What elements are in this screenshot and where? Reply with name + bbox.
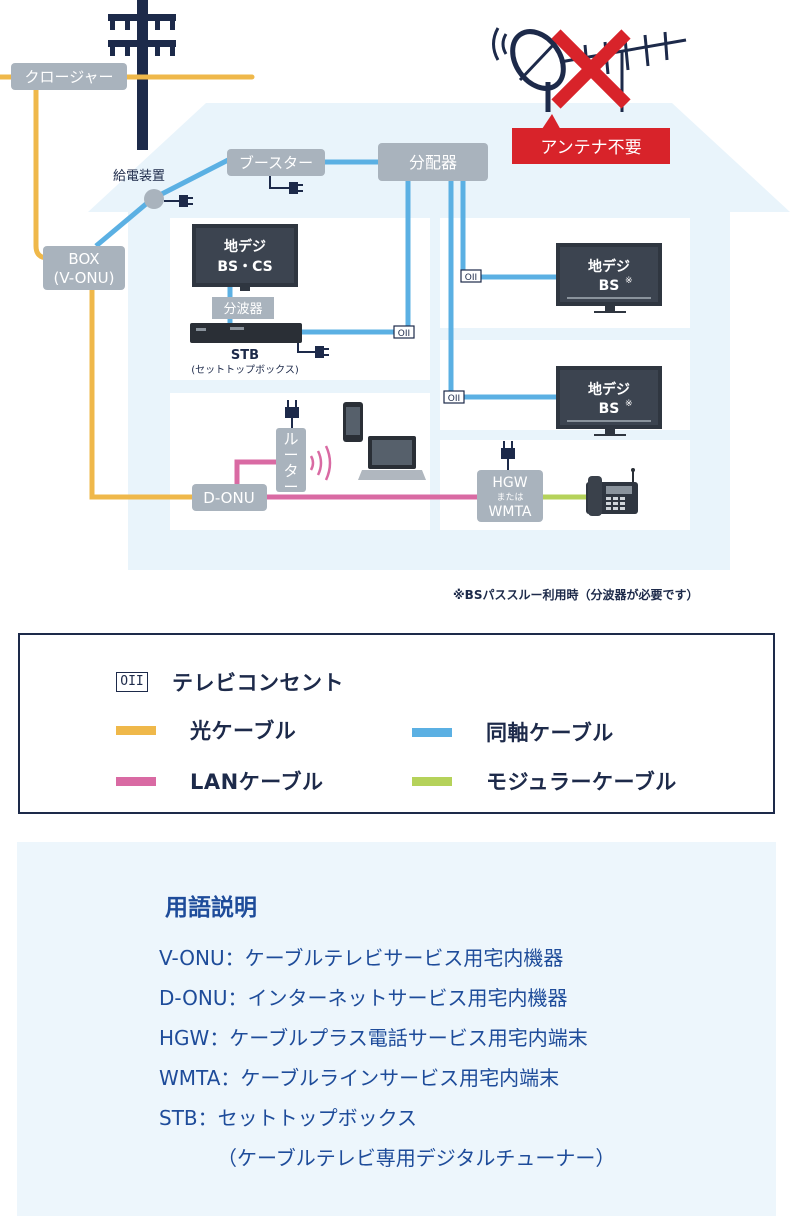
laptop-icon [358,436,426,480]
glossary-line: V-ONU：ケーブルテレビサービス用宅内機器 [159,946,564,970]
satellite-dish-icon [492,27,566,112]
box-v-onu: BOX (V-ONU) [43,246,125,290]
power-plug-icon [269,176,303,194]
booster-box: ブースター [227,149,325,176]
glossary-line: WMTA：ケーブルラインサービス用宅内端末 [159,1066,560,1090]
glossary-panel: 用語説明 V-ONU：ケーブルテレビサービス用宅内機器 D-ONU：インターネッ… [17,842,776,1216]
router-label: ルーター [283,430,298,496]
separator-box: 分波器 [212,297,274,319]
router-box: ルーター [276,428,306,496]
smartphone-icon [343,402,363,442]
tv-outlet-icon: OII [116,672,148,692]
booster-label: ブースター [239,154,313,172]
telephone-icon [586,468,638,516]
hgw-or-label: または [496,492,523,503]
power-plug-icon [297,343,329,358]
tv-room3-label-1: 地デジ [588,381,630,398]
stb-sub-label: (セットトップボックス) [191,364,299,376]
splitter-label: 分配器 [409,153,457,172]
tv-outlet-icon: OII [443,390,465,404]
modular-swatch [412,776,452,786]
legend-item-modular: モジュラーケーブル [412,766,677,796]
optical-swatch [116,725,156,735]
closure-box: クロージャー [11,63,127,90]
glossary-line: HGW：ケーブルプラス電話サービス用宅内端末 [159,1026,588,1050]
power-plug-icon [164,195,193,207]
lan-swatch [116,776,156,786]
tv-room2-label-1: 地デジ [588,258,630,275]
separator-label: 分波器 [223,302,262,317]
legend-outlet-label: テレビコンセント [172,671,344,695]
glossary-title: 用語説明 [165,895,257,921]
glossary-line: （ケーブルテレビ専用デジタルチューナー） [217,1146,616,1170]
wmta-label: WMTA [489,504,532,520]
coax-cables [94,155,560,400]
legend-item-lan: LANケーブル [116,766,323,796]
stb-icon: STB (セットトップボックス) [190,323,302,376]
tv-outlet-icon: OII [393,325,415,339]
hgw-label: HGW [492,475,527,491]
svg-text:OII: OII [465,273,477,283]
legend-item-coax: 同軸ケーブル [412,717,614,747]
tv-living-label-1: 地デジ [224,238,266,255]
tv-living-label-2: BS・CS [217,259,272,275]
tv-room2-icon: 地デジ BS ※ [556,243,662,313]
glossary-line: D-ONU：インターネットサービス用宅内機器 [159,986,568,1010]
legend-coax-label: 同軸ケーブル [486,721,614,745]
legend-item-outlet: OII テレビコンセント [116,667,344,697]
legend-modular-label: モジュラーケーブル [486,770,677,794]
tv-room3-note: ※ [625,399,633,409]
legend-item-optical: 光ケーブル [116,715,296,745]
hgw-wmta-box: HGW または WMTA [477,470,543,522]
svg-text:OII: OII [398,329,410,339]
power-plug-icon [501,441,515,472]
stb-label: STB [231,348,259,363]
svg-text:OII: OII [448,394,460,404]
tv-room3-icon: 地デジ BS ※ [556,366,662,436]
legend-lan-label: LANケーブル [190,770,324,794]
power-plug-icon [285,400,299,430]
legend-optical-label: 光ケーブル [190,719,297,743]
power-supply-icon [144,189,164,209]
tv-room3-label-2: BS [599,401,620,417]
lan-cables [234,459,482,500]
tv-room2-note: ※ [625,276,633,286]
box-label: BOX [68,250,99,268]
d-onu-box: D-ONU [192,484,267,511]
closure-label: クロージャー [25,68,114,86]
no-antenna-cross-icon [551,29,631,109]
coax-swatch [412,727,452,737]
no-antenna-callout: アンテナ不要 [512,114,670,164]
v-onu-label: (V-ONU) [54,269,115,287]
power-supply-label: 給電装置 [113,169,165,184]
tv-room2-label-2: BS [599,278,620,294]
glossary-line: STB：セットトップボックス [159,1106,418,1130]
legend: OII テレビコンセント 光ケーブル 同軸ケーブル LANケーブル モジュラーケ… [18,633,775,814]
tv-living-icon: 地デジ BS・CS [192,224,298,291]
d-onu-label: D-ONU [203,489,254,507]
no-antenna-label: アンテナ不要 [540,138,641,158]
splitter-box: 分配器 [378,143,488,181]
network-diagram: クロージャー 給電装置 BOX (V-ONU) ブースター 分配器 [0,0,790,602]
tv-outlet-icon: OII [460,269,482,283]
wifi-waves-icon [309,445,332,481]
footnote: ※BSパススルー利用時（分波器が必要です） [453,587,698,602]
